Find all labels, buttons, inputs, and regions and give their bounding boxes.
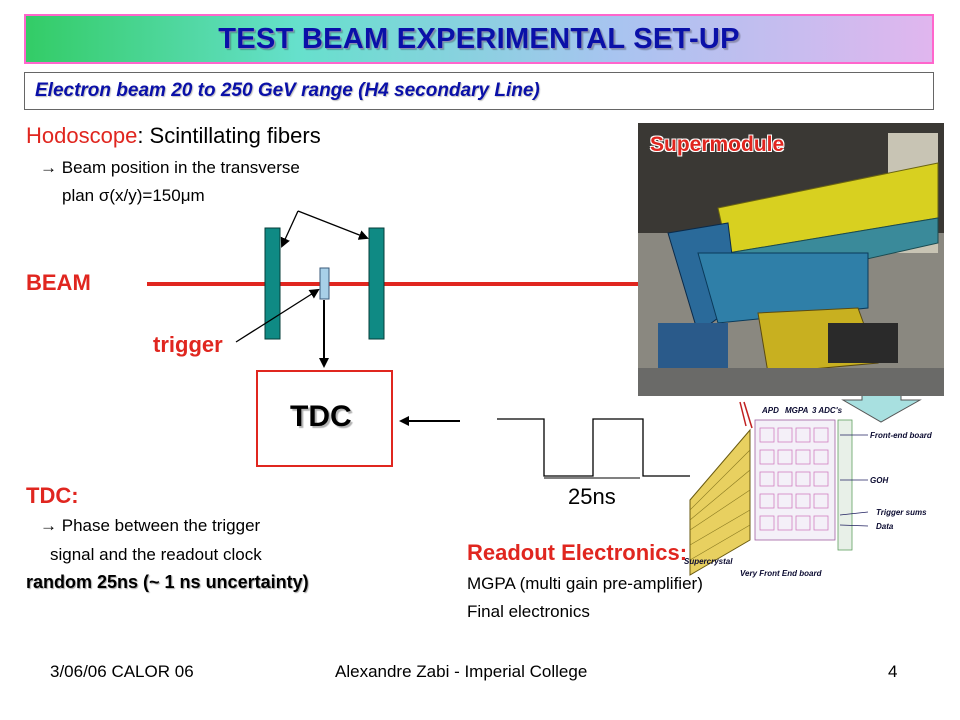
fig-label-mgpa: MGPA: [785, 406, 809, 415]
supermodule-label: Supermodule: [650, 133, 785, 156]
hodoscope-line-2: → Beam position in the transverse: [40, 158, 300, 178]
title-banner: TEST BEAM EXPERIMENTAL SET-UP: [24, 14, 934, 64]
supercrystal-bundle: [689, 428, 751, 576]
fig-label-apd: APD: [761, 406, 779, 415]
hodoscope-line-3: plan σ(x/y)=150μm: [62, 186, 205, 206]
hodoscope-line-3-unit: m: [190, 186, 205, 205]
footer-date: 3/06/06 CALOR 06: [50, 662, 194, 681]
trigger-counter: [319, 267, 330, 300]
hodoscope-line-2-text: Beam position in the transverse: [61, 158, 300, 177]
hodoscope-line-3-mid: (x/y)=150: [109, 186, 181, 205]
sigma-glyph: σ: [98, 186, 110, 205]
fig-label-data: Data: [876, 522, 894, 531]
tdc-note-line-4-post: 1 ns uncertainty): [159, 572, 309, 592]
fig-label-adcs: 3 ADC's: [812, 406, 843, 415]
supermodule-photo: [638, 123, 944, 396]
tdc-note-line-2-text: Phase between the trigger: [61, 516, 261, 535]
arrow-glyph: →: [40, 158, 57, 177]
slide-subtitle: Electron beam 20 to 250 GeV range (H4 se…: [35, 80, 540, 101]
fig-label-goh: GOH: [870, 476, 888, 485]
hodoscope-plane-1: [264, 227, 281, 340]
trigger-pointer: [235, 288, 320, 343]
readout-heading: Readout Electronics:: [467, 540, 688, 565]
fig-label-very-front-end-board: Very Front End board: [740, 569, 823, 578]
readout-electronics-figure: APD MGPA 3 ADC's Front-end board GOH Tri…: [684, 401, 933, 578]
arrow-glyph: →: [40, 516, 57, 535]
tilde-glyph: ~: [149, 572, 160, 592]
hodoscope-type: : Scintillating fibers: [137, 123, 321, 148]
fig-label-trigger-sums: Trigger sums: [876, 508, 927, 517]
tdc-note-line-3: signal and the readout clock: [50, 545, 262, 564]
pulse-period-label: 25ns: [568, 484, 616, 509]
hodoscope-plane-2: [368, 227, 385, 340]
hodoscope-heading: Hodoscope: Scintillating fibers: [26, 123, 321, 149]
footer-page-number: 4: [888, 662, 898, 681]
readout-line-3: Final electronics: [467, 602, 590, 621]
fig-label-supercrystal: Supercrystal: [684, 557, 733, 566]
tdc-note-line-4-pre: random 25ns (: [26, 572, 150, 592]
tdc-note-heading: TDC:: [26, 483, 79, 508]
slide-title: TEST BEAM EXPERIMENTAL SET-UP: [218, 22, 740, 55]
supermodule-photo-art: [638, 123, 944, 396]
mu-glyph: μ: [180, 186, 191, 205]
board-grid: [754, 419, 853, 551]
beam-label: BEAM: [26, 270, 91, 295]
tdc-note-line-2: → Phase between the trigger: [40, 516, 260, 536]
fig-label-front-end-board: Front-end board: [870, 431, 933, 440]
subtitle-box: Electron beam 20 to 250 GeV range (H4 se…: [24, 72, 934, 110]
hodoscope-name: Hodoscope: [26, 123, 138, 148]
trigger-label: trigger: [153, 332, 223, 357]
tdc-box: [256, 370, 393, 467]
hodoscope-line-3-pre: plan: [62, 186, 99, 205]
hodoscope-pointer-right: [297, 210, 369, 240]
tdc-box-label: TDC: [290, 400, 352, 433]
readout-line-2: MGPA (multi gain pre-amplifier): [467, 574, 703, 593]
hodoscope-pointer-left: [280, 210, 299, 248]
footer-author: Alexandre Zabi - Imperial College: [335, 662, 588, 681]
tdc-note-line-4: random 25ns (~ 1 ns uncertainty): [26, 572, 309, 593]
clock-waveform: [497, 418, 690, 477]
